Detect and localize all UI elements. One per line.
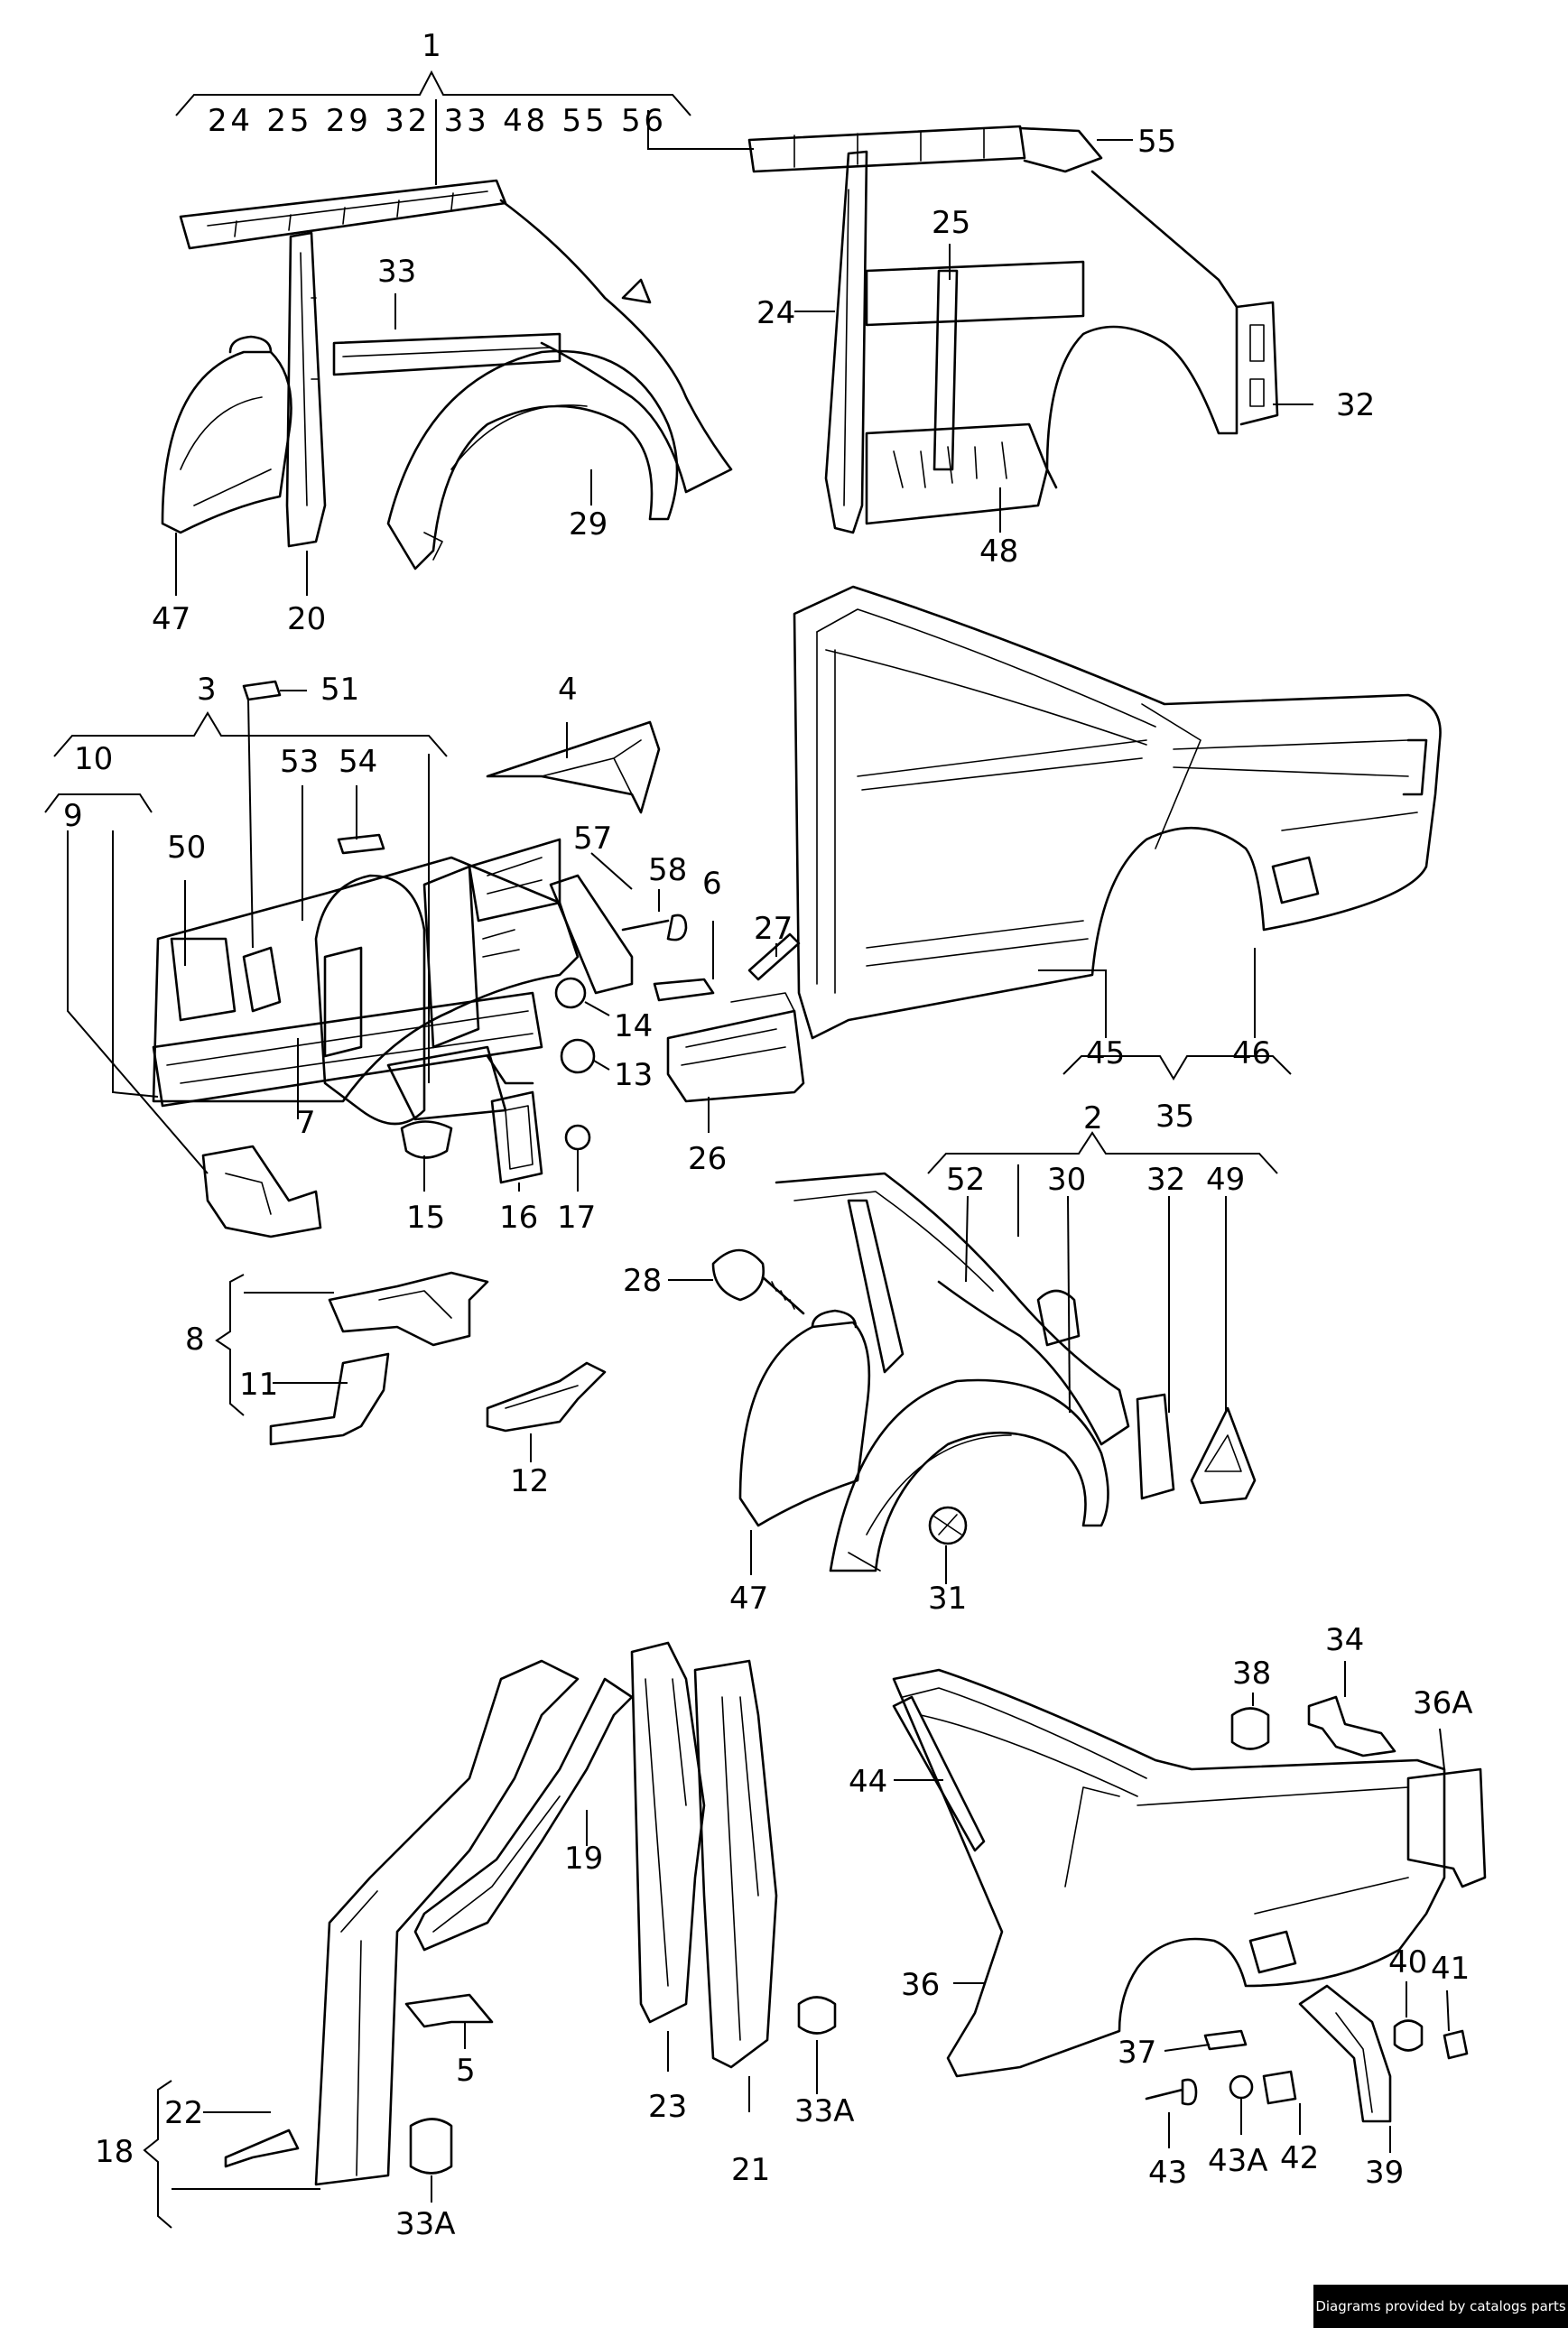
top-right-leaders bbox=[647, 110, 1313, 533]
callout-31: 31 bbox=[928, 1581, 967, 1617]
callout-37: 37 bbox=[1118, 2035, 1156, 2071]
callout-33-top: 33 bbox=[377, 254, 416, 290]
callout-35: 35 bbox=[1155, 1099, 1194, 1135]
callout-13: 13 bbox=[614, 1057, 653, 1093]
callout-23: 23 bbox=[648, 2089, 687, 2125]
callout-29: 29 bbox=[569, 506, 608, 543]
callout-24: 24 bbox=[756, 295, 795, 331]
callout-32-top: 32 bbox=[1336, 387, 1375, 423]
callout-28: 28 bbox=[623, 1263, 662, 1299]
callout-39: 39 bbox=[1365, 2155, 1404, 2191]
rear-quarter-panel-drawing bbox=[892, 1668, 1487, 2123]
callout-55: 55 bbox=[1137, 124, 1176, 160]
callout-8: 8 bbox=[185, 1322, 205, 1358]
callout-49: 49 bbox=[1206, 1162, 1245, 1198]
callout-21: 21 bbox=[731, 2152, 770, 2188]
callout-7: 7 bbox=[296, 1105, 316, 1141]
sill-and-pillar-panels-drawing bbox=[224, 1641, 837, 2186]
group-1-leaders bbox=[175, 70, 691, 596]
callout-17: 17 bbox=[557, 1200, 596, 1236]
callout-45: 45 bbox=[1086, 1035, 1125, 1071]
callout-44: 44 bbox=[849, 1764, 887, 1800]
callout-27: 27 bbox=[754, 911, 793, 947]
callout-50: 50 bbox=[167, 830, 206, 866]
callout-5: 5 bbox=[456, 2053, 476, 2089]
callout-47-mid: 47 bbox=[729, 1581, 768, 1617]
side-panel-leaders bbox=[1038, 948, 1292, 1081]
callout-labels: 1 24 25 29 32 33 48 55 56 33 29 47 20 55… bbox=[63, 28, 1473, 2242]
callout-2: 2 bbox=[1083, 1100, 1103, 1136]
callout-4: 4 bbox=[558, 672, 578, 708]
callout-34: 34 bbox=[1325, 1622, 1364, 1658]
group-3-leaders bbox=[44, 690, 777, 1192]
group-36-leaders bbox=[894, 1661, 1450, 2153]
inner-side-panel-assembly-drawing bbox=[161, 179, 733, 570]
callout-26: 26 bbox=[688, 1141, 727, 1177]
callout-10: 10 bbox=[74, 741, 113, 777]
group-18-leaders bbox=[143, 1810, 818, 2229]
callout-11: 11 bbox=[239, 1367, 278, 1403]
callout-57: 57 bbox=[573, 821, 612, 857]
callout-1: 1 bbox=[422, 28, 441, 64]
inner-wheel-housing-assembly-drawing bbox=[711, 1172, 1257, 1572]
callout-38: 38 bbox=[1232, 1656, 1271, 1692]
callout-16: 16 bbox=[499, 1200, 538, 1236]
callout-32-mid: 32 bbox=[1146, 1162, 1185, 1198]
callout-47-top: 47 bbox=[152, 601, 190, 637]
callout-52: 52 bbox=[946, 1162, 985, 1198]
callout-48: 48 bbox=[979, 533, 1018, 570]
callout-53: 53 bbox=[280, 744, 319, 780]
callout-22: 22 bbox=[164, 2095, 203, 2131]
callout-20: 20 bbox=[287, 601, 326, 637]
callout-group-1-list: 24 25 29 32 33 48 55 56 bbox=[208, 103, 663, 139]
small-brackets-drawing bbox=[269, 1271, 607, 1446]
watermark-credit: Diagrams provided by catalogs parts bbox=[1313, 2285, 1568, 2328]
callout-46: 46 bbox=[1232, 1035, 1271, 1071]
callout-33a-left: 33A bbox=[395, 2206, 456, 2242]
front-side-member-assembly-drawing bbox=[152, 680, 805, 1238]
callout-14: 14 bbox=[614, 1008, 653, 1044]
side-panel-outer-drawing bbox=[793, 585, 1442, 1040]
callout-54: 54 bbox=[339, 744, 377, 780]
callout-15: 15 bbox=[406, 1200, 445, 1236]
group-8-leaders bbox=[215, 1274, 532, 1462]
callout-30: 30 bbox=[1047, 1162, 1086, 1198]
callout-41: 41 bbox=[1431, 1951, 1470, 1987]
callout-36: 36 bbox=[901, 1967, 940, 2003]
group-2-leaders bbox=[668, 1131, 1278, 1584]
callout-43a: 43A bbox=[1208, 2143, 1268, 2179]
callout-6: 6 bbox=[702, 866, 722, 902]
callout-51: 51 bbox=[320, 672, 359, 708]
callout-18: 18 bbox=[95, 2134, 134, 2170]
callout-36a: 36A bbox=[1413, 1685, 1473, 1721]
callout-40: 40 bbox=[1388, 1944, 1427, 1980]
callout-58: 58 bbox=[648, 852, 687, 888]
outer-side-panel-reinforcements-drawing bbox=[747, 125, 1279, 534]
callout-19: 19 bbox=[564, 1841, 603, 1877]
callout-9: 9 bbox=[63, 798, 83, 834]
callout-33a-right: 33A bbox=[794, 2093, 855, 2129]
callout-25-top: 25 bbox=[932, 205, 970, 241]
callout-3: 3 bbox=[197, 672, 217, 708]
callout-43: 43 bbox=[1148, 2155, 1187, 2191]
callout-12: 12 bbox=[510, 1463, 549, 1499]
callout-42: 42 bbox=[1280, 2140, 1319, 2176]
